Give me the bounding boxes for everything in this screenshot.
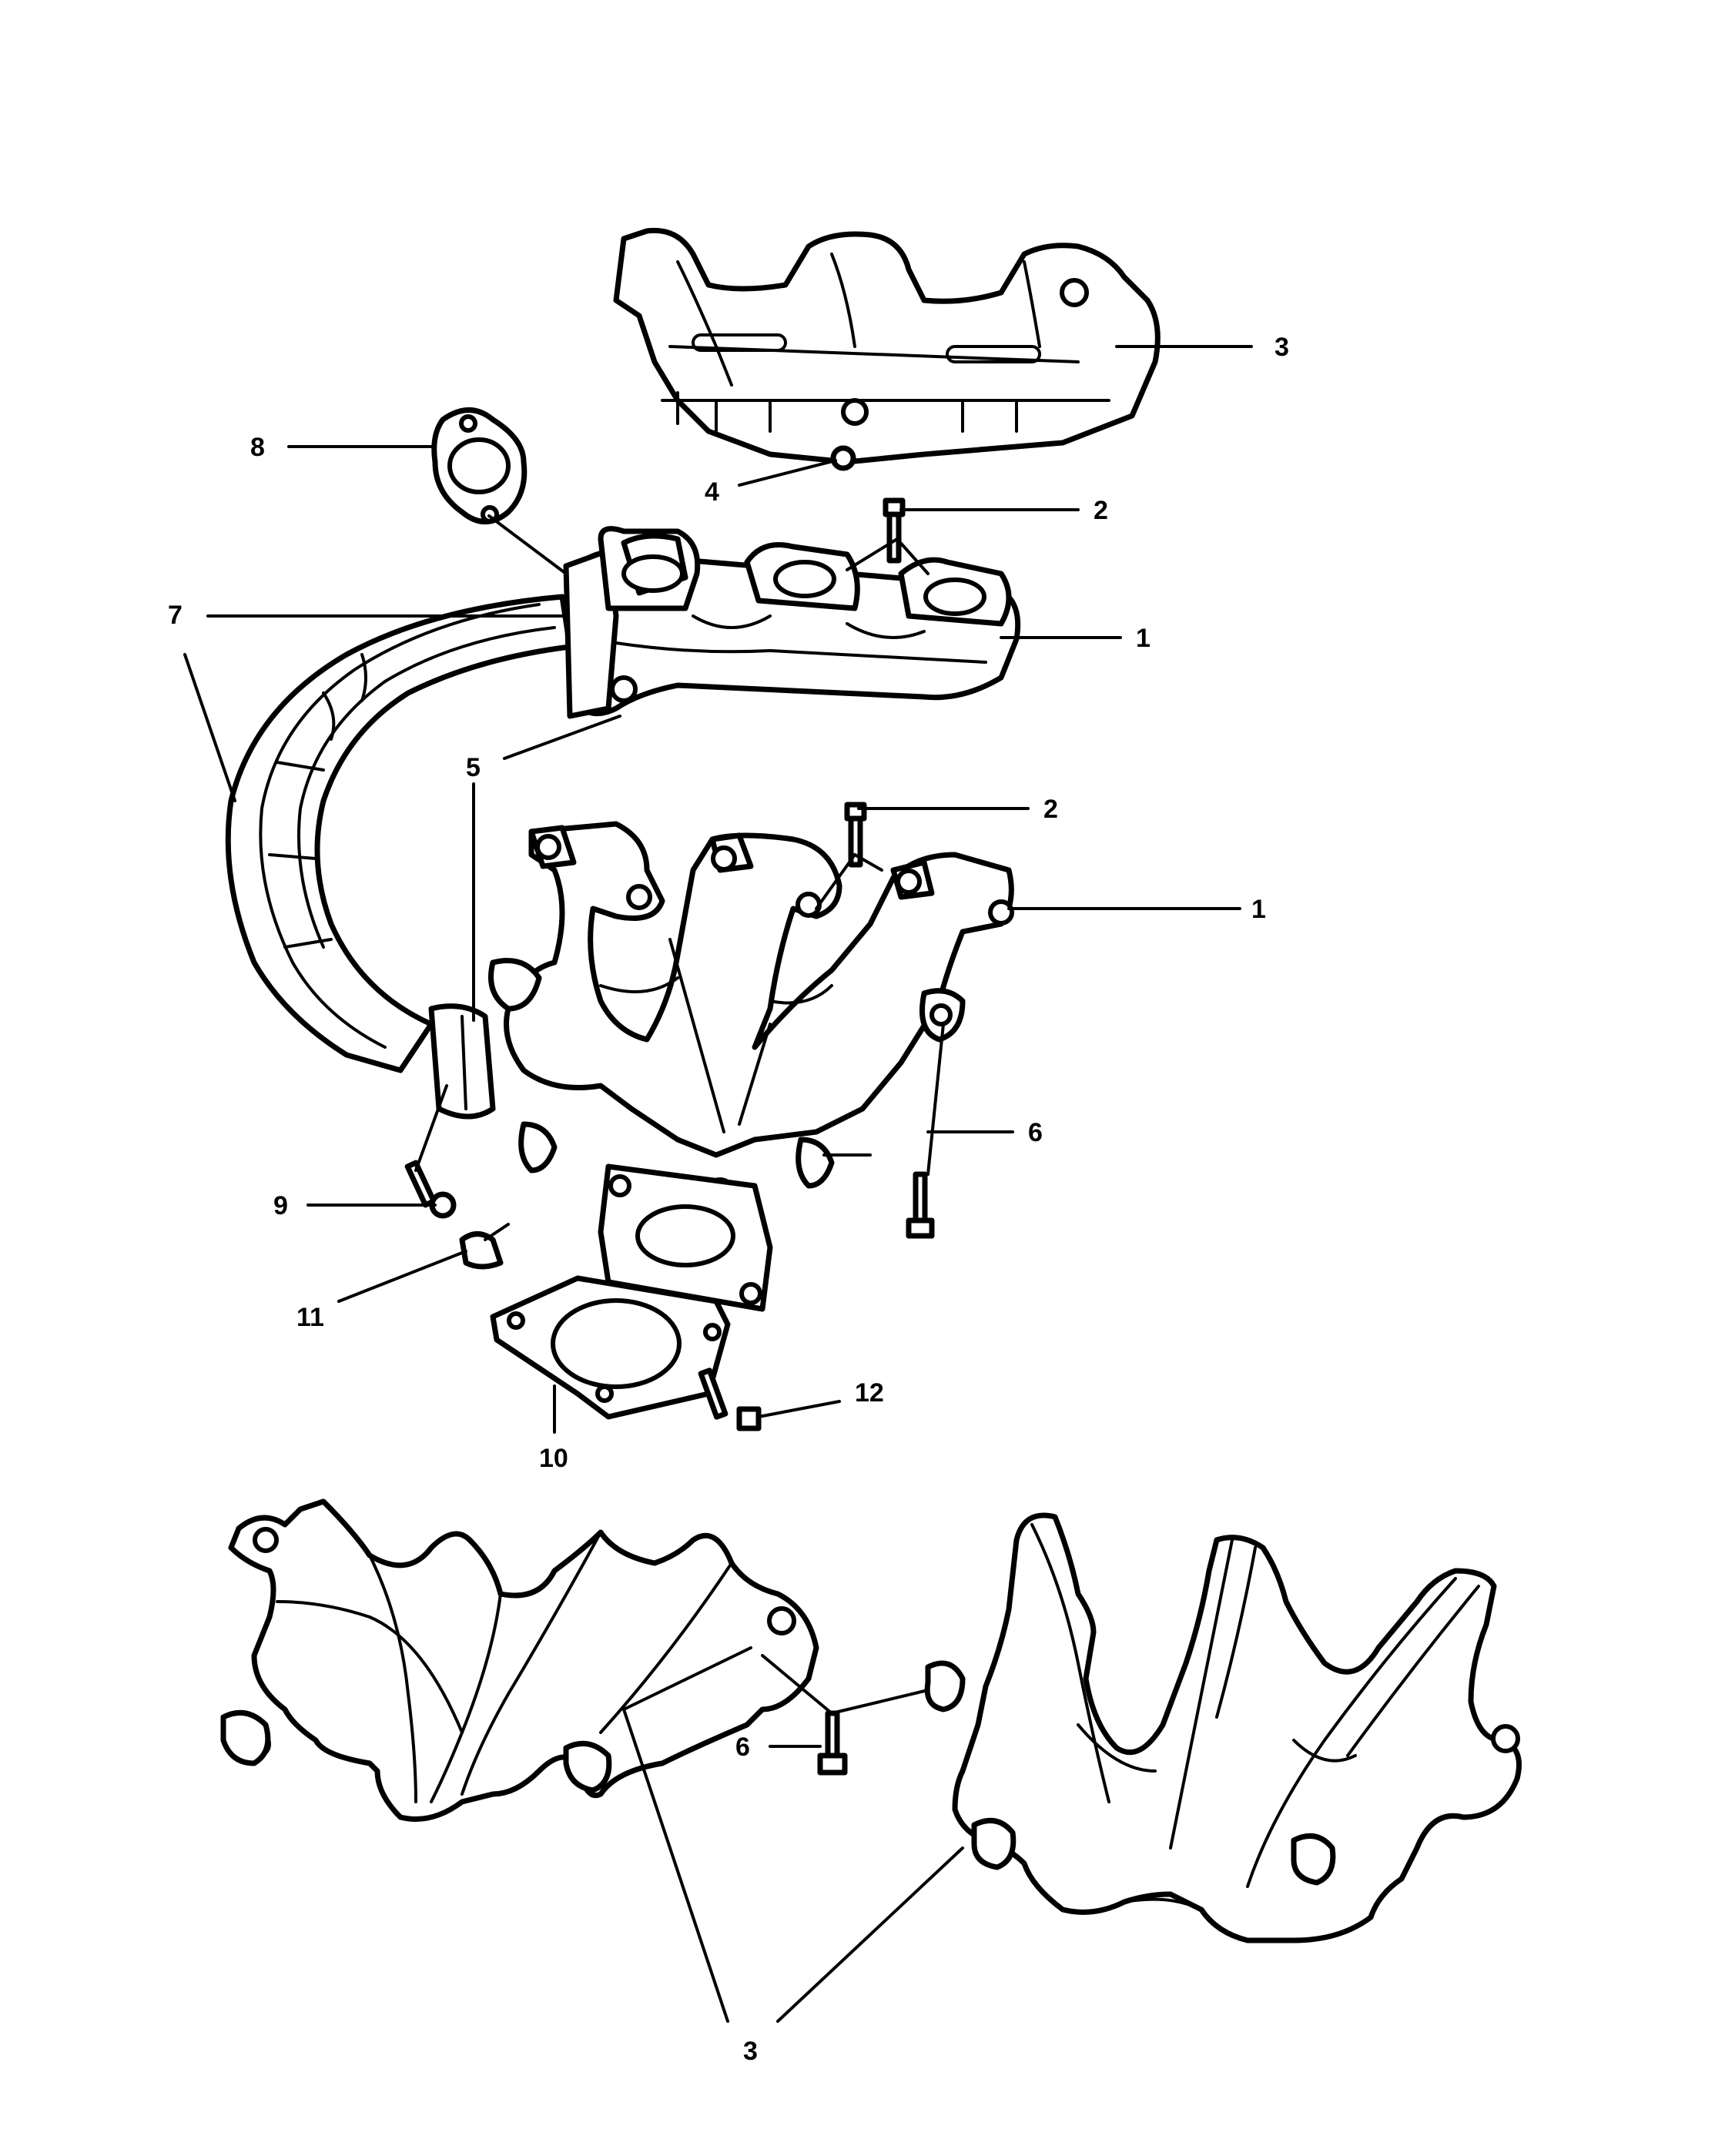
lower-manifold-bolt	[844, 802, 867, 868]
heat-shield-nut	[830, 445, 856, 471]
exhaust-crossover-pipe	[225, 594, 573, 1073]
callout-8: 8	[250, 433, 265, 462]
upper-exhaust-manifold	[563, 526, 1021, 719]
callout-10: 10	[539, 1444, 568, 1473]
callout-3-bottom: 3	[743, 2037, 758, 2066]
callout-2-lower: 2	[1043, 795, 1058, 824]
lower-left-heat-shield	[220, 1498, 819, 1822]
lower-exhaust-manifold	[488, 821, 1014, 1210]
callout-4: 4	[705, 477, 719, 507]
heat-shield-clip	[459, 1223, 510, 1270]
callout-7: 7	[168, 601, 183, 630]
upper-manifold-bolt	[883, 497, 906, 564]
upper-heat-shield	[613, 227, 1161, 465]
callout-5: 5	[466, 753, 481, 782]
callout-6-lower: 6	[735, 1732, 750, 1762]
callout-12: 12	[855, 1378, 884, 1408]
lower-right-heat-shield	[924, 1512, 1522, 1943]
callout-1-lower: 1	[1251, 895, 1266, 924]
callout-9: 9	[273, 1191, 288, 1220]
callout-6-middle: 6	[1028, 1118, 1043, 1147]
callout-1-upper: 1	[1136, 624, 1151, 653]
flange-bolt-9	[404, 1160, 457, 1219]
exhaust-flange-gasket	[431, 407, 528, 524]
outlet-flange-gasket	[490, 1275, 731, 1420]
manifold-stud-6	[906, 1171, 935, 1239]
heat-shield-bolt-6	[817, 1710, 848, 1776]
callout-labels: 3 8 4 2 7 1 5 2 1 6 9 11 12 10 6 3	[168, 333, 1289, 2066]
manifold-outlet-flange	[598, 1163, 773, 1312]
leader-lines	[183, 345, 1253, 2023]
callout-11: 11	[296, 1303, 324, 1332]
callout-2-upper: 2	[1094, 496, 1108, 525]
outlet-stud-12	[698, 1368, 762, 1431]
callout-3-top: 3	[1274, 333, 1289, 362]
